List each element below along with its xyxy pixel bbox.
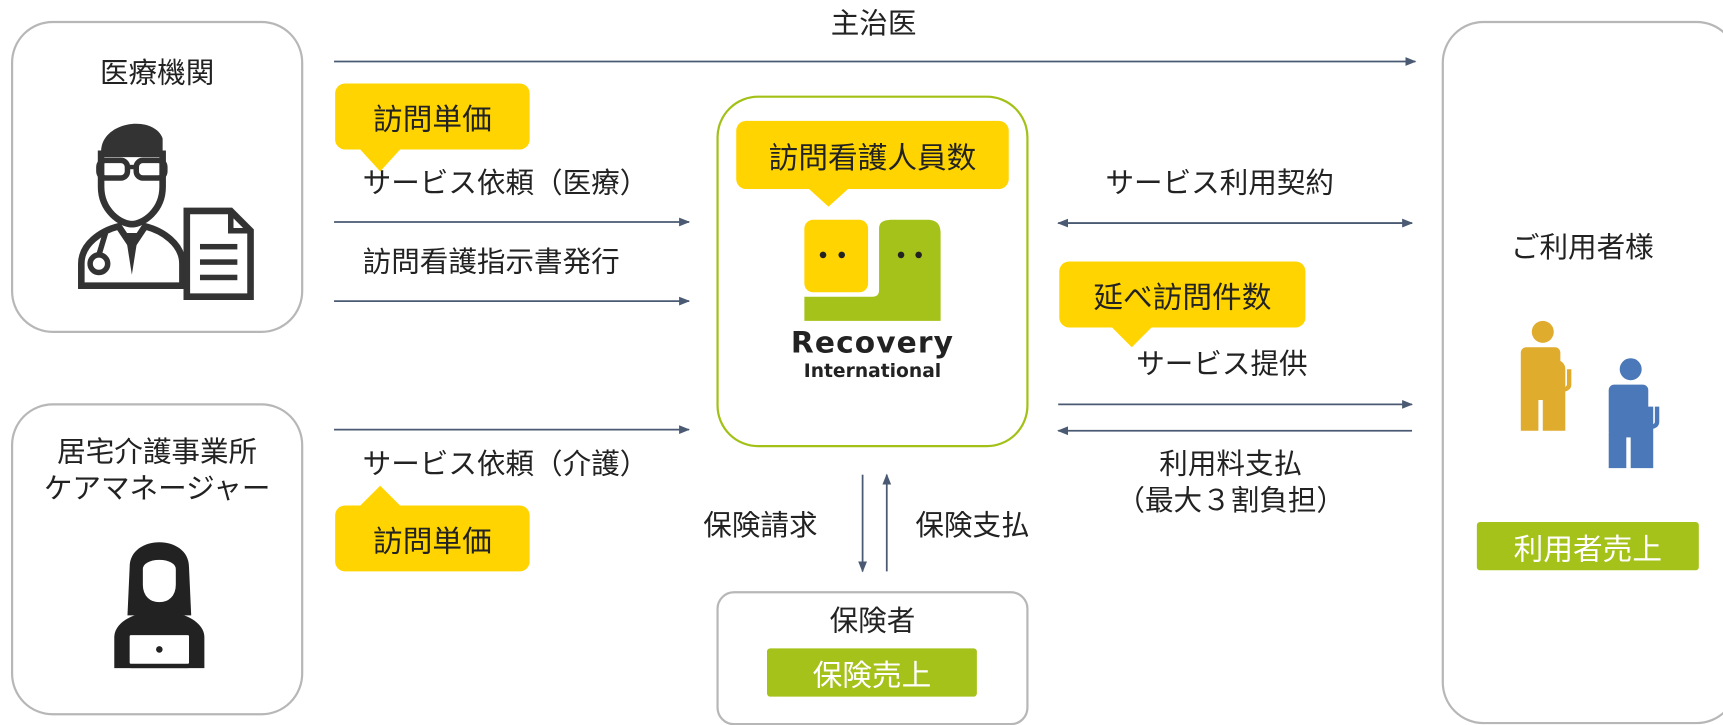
logo-text-international: International [803, 360, 942, 383]
tag-visit-price-bottom-pointer [358, 485, 403, 508]
tag-visit-price-top-pointer [358, 147, 403, 172]
user-label: ご利用者様 [1510, 231, 1654, 265]
tag-user-sales: 利用者売上 [1476, 521, 1699, 571]
label-request-medical: サービス依頼（医療） [362, 167, 649, 200]
label-request-care: サービス依頼（介護） [362, 448, 649, 482]
care-office-label-line2: ケアマネージャー [43, 472, 271, 506]
elderly-users-icon [1520, 320, 1660, 469]
tag-staff-count-pointer [806, 186, 851, 207]
tag-visit-price-bottom: 訪問単価 [335, 505, 530, 572]
care-manager-icon [114, 542, 205, 669]
recovery-logo-mark [804, 219, 941, 321]
label-attending-doctor: 主治医 [830, 7, 917, 41]
label-contract: サービス利用契約 [1105, 167, 1335, 200]
label-insurance-claim: 保険請求 [703, 509, 818, 543]
insurer-label: 保険者 [829, 605, 916, 639]
user-box [1441, 20, 1723, 725]
logo-text-recovery: Recovery [790, 326, 955, 361]
label-instruction: 訪問看護指示書発行 [362, 246, 620, 280]
doctor-icon [78, 123, 254, 300]
tag-total-visits-pointer [1109, 325, 1154, 348]
tag-visit-price-top: 訪問単価 [335, 83, 530, 150]
tag-total-visits: 延べ訪問件数 [1059, 261, 1306, 328]
label-fee-line1: 利用料支払 [1159, 448, 1303, 482]
tag-insurance-sales: 保険売上 [766, 648, 977, 697]
label-provide: サービス提供 [1136, 348, 1308, 382]
tag-staff-count: 訪問看護人員数 [736, 120, 1009, 190]
label-insurance-payment: 保険支払 [915, 509, 1030, 543]
medical-institution-label: 医療機関 [99, 57, 215, 91]
label-fee-line2: （最大３割負担） [1116, 484, 1345, 518]
care-office-label-line1: 居宅介護事業所 [57, 436, 258, 470]
